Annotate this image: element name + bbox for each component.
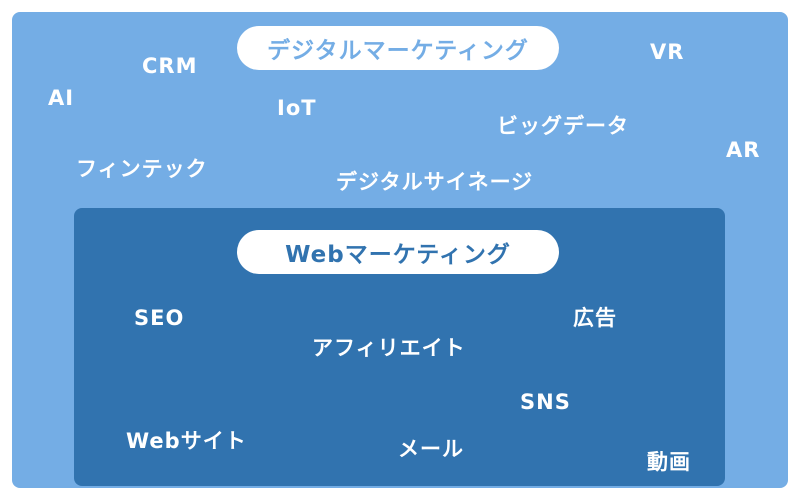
term-advertising: 広告	[573, 306, 617, 330]
term-affiliate: アフィリエイト	[312, 336, 466, 360]
term-sns: SNS	[520, 390, 571, 414]
term-seo: SEO	[134, 306, 185, 330]
term-email: メール	[398, 437, 464, 461]
term-crm: CRM	[142, 54, 198, 78]
term-iot: IoT	[277, 96, 317, 120]
term-website: Webサイト	[126, 429, 247, 453]
term-ar: AR	[726, 138, 761, 162]
term-big-data: ビッグデータ	[497, 114, 629, 138]
term-vr: VR	[650, 40, 685, 64]
term-video: 動画	[647, 450, 691, 474]
web-marketing-title: Webマーケティング	[237, 230, 559, 274]
digital-marketing-title: デジタルマーケティング	[237, 26, 559, 70]
term-ai: AI	[48, 86, 75, 110]
term-digital-signage: デジタルサイネージ	[336, 170, 534, 194]
term-fintech: フィンテック	[76, 157, 208, 181]
